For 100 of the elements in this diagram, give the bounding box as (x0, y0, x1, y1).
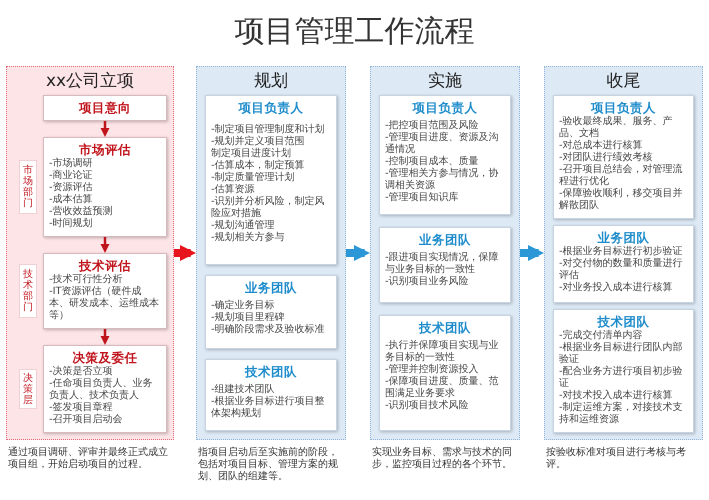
card-heading: 技术团队 (244, 363, 298, 380)
list-item: -时间规划 (49, 218, 94, 230)
list-item: -制定质量管理计划 (211, 172, 296, 184)
side-tag (19, 264, 37, 318)
phase-description: 指项目启动后至实施前的阶段，包括对项目目标、管理方案的规划、团队的组建等。 (198, 447, 339, 483)
arrow (520, 245, 544, 261)
list-item: -制定项目管理制度和计划 (211, 124, 326, 136)
list-item: -规划项目里程碑 (211, 312, 286, 324)
phase-panel (6, 66, 174, 440)
list-item: -管理相关方参与情况，协调相关资源 (385, 168, 500, 192)
card-heading: 项目负责人 (590, 99, 657, 116)
list-item: -跟进项目实现情况，保障与业务目标的一致性 (385, 252, 500, 276)
phase-title: xx公司立项 (44, 70, 136, 92)
phase-panel (544, 66, 703, 440)
role-card (379, 227, 511, 303)
list-item: -对总成本进行核算 (559, 140, 644, 152)
list-item: -确定业务目标 (211, 300, 276, 312)
arrow (100, 237, 110, 253)
card-heading: 项目负责人 (237, 99, 304, 116)
side-tag (19, 369, 37, 409)
arrow (174, 245, 196, 261)
list-item: -明确阶段需求及验收标准 (211, 324, 326, 336)
list-item: -对业务投入成本进行核算 (559, 282, 674, 294)
list-item: -根据业务目标进行项目整体架构规划 (211, 396, 326, 420)
list-item: -根据业务目标进行团队内部验证 (559, 342, 684, 366)
list-item: -成本估算 (49, 194, 94, 206)
arrow (346, 245, 370, 261)
card-heading: 市场评估 (78, 141, 132, 158)
list-item: -保障项目进度、质量、范围满足业务要求 (385, 376, 500, 400)
department-label: 决策层 (23, 372, 33, 406)
list-item: -规划沟通管理 (211, 220, 276, 232)
list-item: -商业论证 (49, 170, 94, 182)
list-item: -识别项目技术风险 (385, 400, 470, 412)
card-heading: 业务团队 (596, 229, 650, 246)
list-item: -识别并分析风险，制定风险应对措施 (211, 196, 326, 220)
department-label: 市场部门 (23, 165, 33, 209)
phase-description: 通过项目调研、评审并最终正式成立项目组，开始启动项目的过程。 (8, 447, 169, 471)
list-item: -管理并控制资源投入 (385, 364, 480, 376)
phase-title: 规划 (253, 70, 289, 92)
list-item: -规划相关方参与 (211, 232, 286, 244)
list-item: -把控项目范围及风险 (385, 120, 480, 132)
list-item: -执行并保障项目实现与业务目标的一致性 (385, 340, 500, 364)
card-heading: 技术团队 (596, 313, 650, 330)
card-heading: 业务团队 (418, 231, 472, 248)
process-box (43, 345, 167, 433)
process-box (43, 253, 167, 329)
phase-panel (196, 66, 346, 440)
arrow (100, 329, 110, 345)
list-item: -IT资源评估（硬件成本、研发成本、运维成本等） (49, 286, 160, 322)
list-item: -对技术投入成本进行核算 (559, 390, 674, 402)
role-card (553, 95, 694, 219)
list-item: -对交付物的数量和质量进行评估 (559, 258, 684, 282)
phase-description: 实现业务目标、需求与技术的同步，监控项目过程的各个环节。 (372, 447, 513, 471)
list-item: -控制项目成本、质量 (385, 156, 480, 168)
list-item: -管理项目知识库 (385, 192, 460, 204)
list-item: -召开项目启动会 (49, 414, 124, 426)
role-card (553, 309, 694, 433)
card-heading: 技术团队 (418, 319, 472, 336)
list-item: -召开项目总结会，对管理流程进行优化 (559, 164, 684, 188)
role-card (553, 225, 694, 303)
card-heading: 业务团队 (244, 279, 298, 296)
side-tag (19, 160, 37, 214)
role-card (379, 95, 511, 215)
department-label: 技术部门 (23, 269, 33, 313)
list-item: -对团队进行绩效考核 (559, 152, 654, 164)
role-card (205, 95, 337, 265)
list-item: -完成交付清单内容 (559, 330, 644, 342)
list-item: -签发项目章程 (49, 402, 114, 414)
list-item: -市场调研 (49, 158, 94, 170)
phase-description: 按验收标准对项目进行考核与考评。 (546, 447, 687, 471)
page-title: 项目管理工作流程 (234, 13, 476, 51)
list-item: 制定项目进度计划 (211, 148, 292, 160)
list-item: -技术可行性分析 (49, 274, 124, 286)
list-item: -决策是否立项 (49, 366, 114, 378)
list-item: -管理项目进度、资源及沟通情况 (385, 132, 500, 156)
list-item: -验收最终成果、服务、产品、文档 (559, 116, 674, 140)
card-heading: 项目负责人 (411, 99, 478, 116)
list-item: -规划并定义项目范围 (211, 136, 306, 148)
card-heading: 项目意向 (78, 99, 132, 116)
phase-title: 实施 (427, 70, 463, 92)
list-item: -根据业务目标进行初步验证 (559, 246, 684, 258)
phase-title: 收尾 (606, 70, 642, 92)
role-card (205, 359, 337, 431)
list-item: -识别项目业务风险 (385, 276, 470, 288)
phase-panel (370, 66, 520, 440)
list-item: -任命项目负责人、业务负责人、技术负责人 (49, 378, 154, 402)
list-item: -估算资源 (211, 184, 256, 196)
card-heading: 技术评估 (78, 257, 132, 274)
list-item: -组建技术团队 (211, 384, 276, 396)
process-box (43, 137, 167, 237)
list-item: -营收效益预测 (49, 206, 114, 218)
role-card (205, 275, 337, 349)
role-card (379, 315, 511, 431)
list-item: -配合业务方进行项目初步验证 (559, 366, 684, 390)
list-item: -保障验收顺利，移交项目并解散团队 (559, 188, 684, 212)
arrow (100, 121, 110, 137)
list-item: -制定运维方案，对接技术支持和运维资源 (559, 402, 684, 426)
card-heading: 决策及委任 (72, 349, 138, 366)
process-box (43, 95, 167, 121)
list-item: -资源评估 (49, 182, 94, 194)
